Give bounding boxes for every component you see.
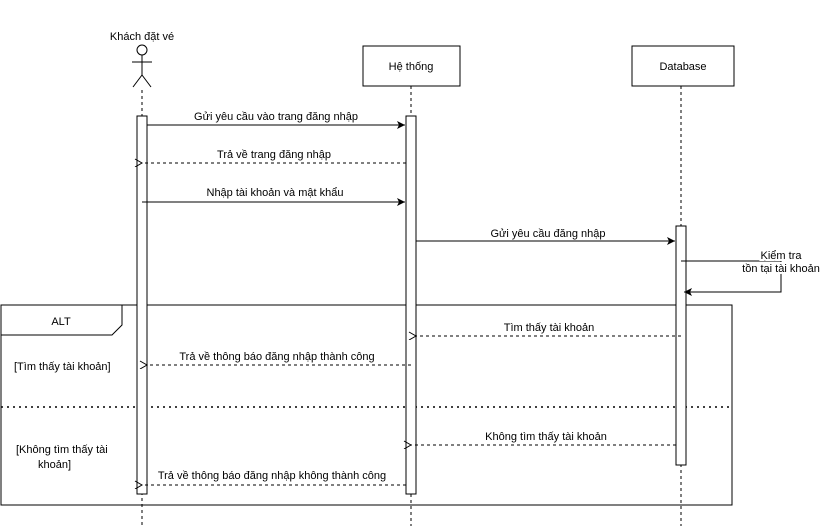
system-activation-bar <box>405 115 417 495</box>
message-label-3: Nhập tài khoản và mật khẩu <box>207 187 344 199</box>
system-participant-box <box>362 45 461 87</box>
actor-activation-bar <box>136 115 148 495</box>
alt-guard-found: [Tìm thấy tài khoản] <box>14 361 111 373</box>
system-participant-label: Hệ thống <box>389 61 434 73</box>
self-message-label-1: Kiểm tra <box>761 250 803 262</box>
self-message-label-bg-1: Kiểm tra <box>761 250 803 262</box>
message-label-1: Gửi yêu cầu vào trang đăng nhập <box>194 111 358 123</box>
alt-guard-not-found-line2: khoản] <box>38 459 71 471</box>
self-message-label-bg-2: tồn tại tài khoản <box>742 263 820 275</box>
message-label-7: Không tìm thấy tài khoản <box>485 431 607 443</box>
self-message-label-2: tồn tại tài khoản <box>742 263 820 275</box>
self-message-arrow <box>681 260 782 296</box>
alt-frame-tab <box>1 305 123 336</box>
message-label-2: Trả về trang đăng nhập <box>217 149 331 161</box>
alt-label: ALT <box>51 316 71 328</box>
database-activation-bar <box>675 225 687 466</box>
database-participant-box <box>631 45 735 87</box>
actor-figure-icon <box>132 44 152 88</box>
database-participant-label: Database <box>659 61 706 73</box>
alt-frame <box>0 304 733 506</box>
message-label-6: Trả về thông báo đăng nhập thành công <box>179 351 374 363</box>
actor-label: Khách đặt vé <box>110 31 174 43</box>
message-label-4: Gửi yêu cầu đăng nhập <box>490 228 605 240</box>
alt-guard-not-found-line1: [Không tìm thấy tài <box>16 444 108 456</box>
message-label-8: Trả về thông báo đăng nhập không thành c… <box>158 470 386 482</box>
message-label-5: Tìm thấy tài khoản <box>504 322 595 334</box>
